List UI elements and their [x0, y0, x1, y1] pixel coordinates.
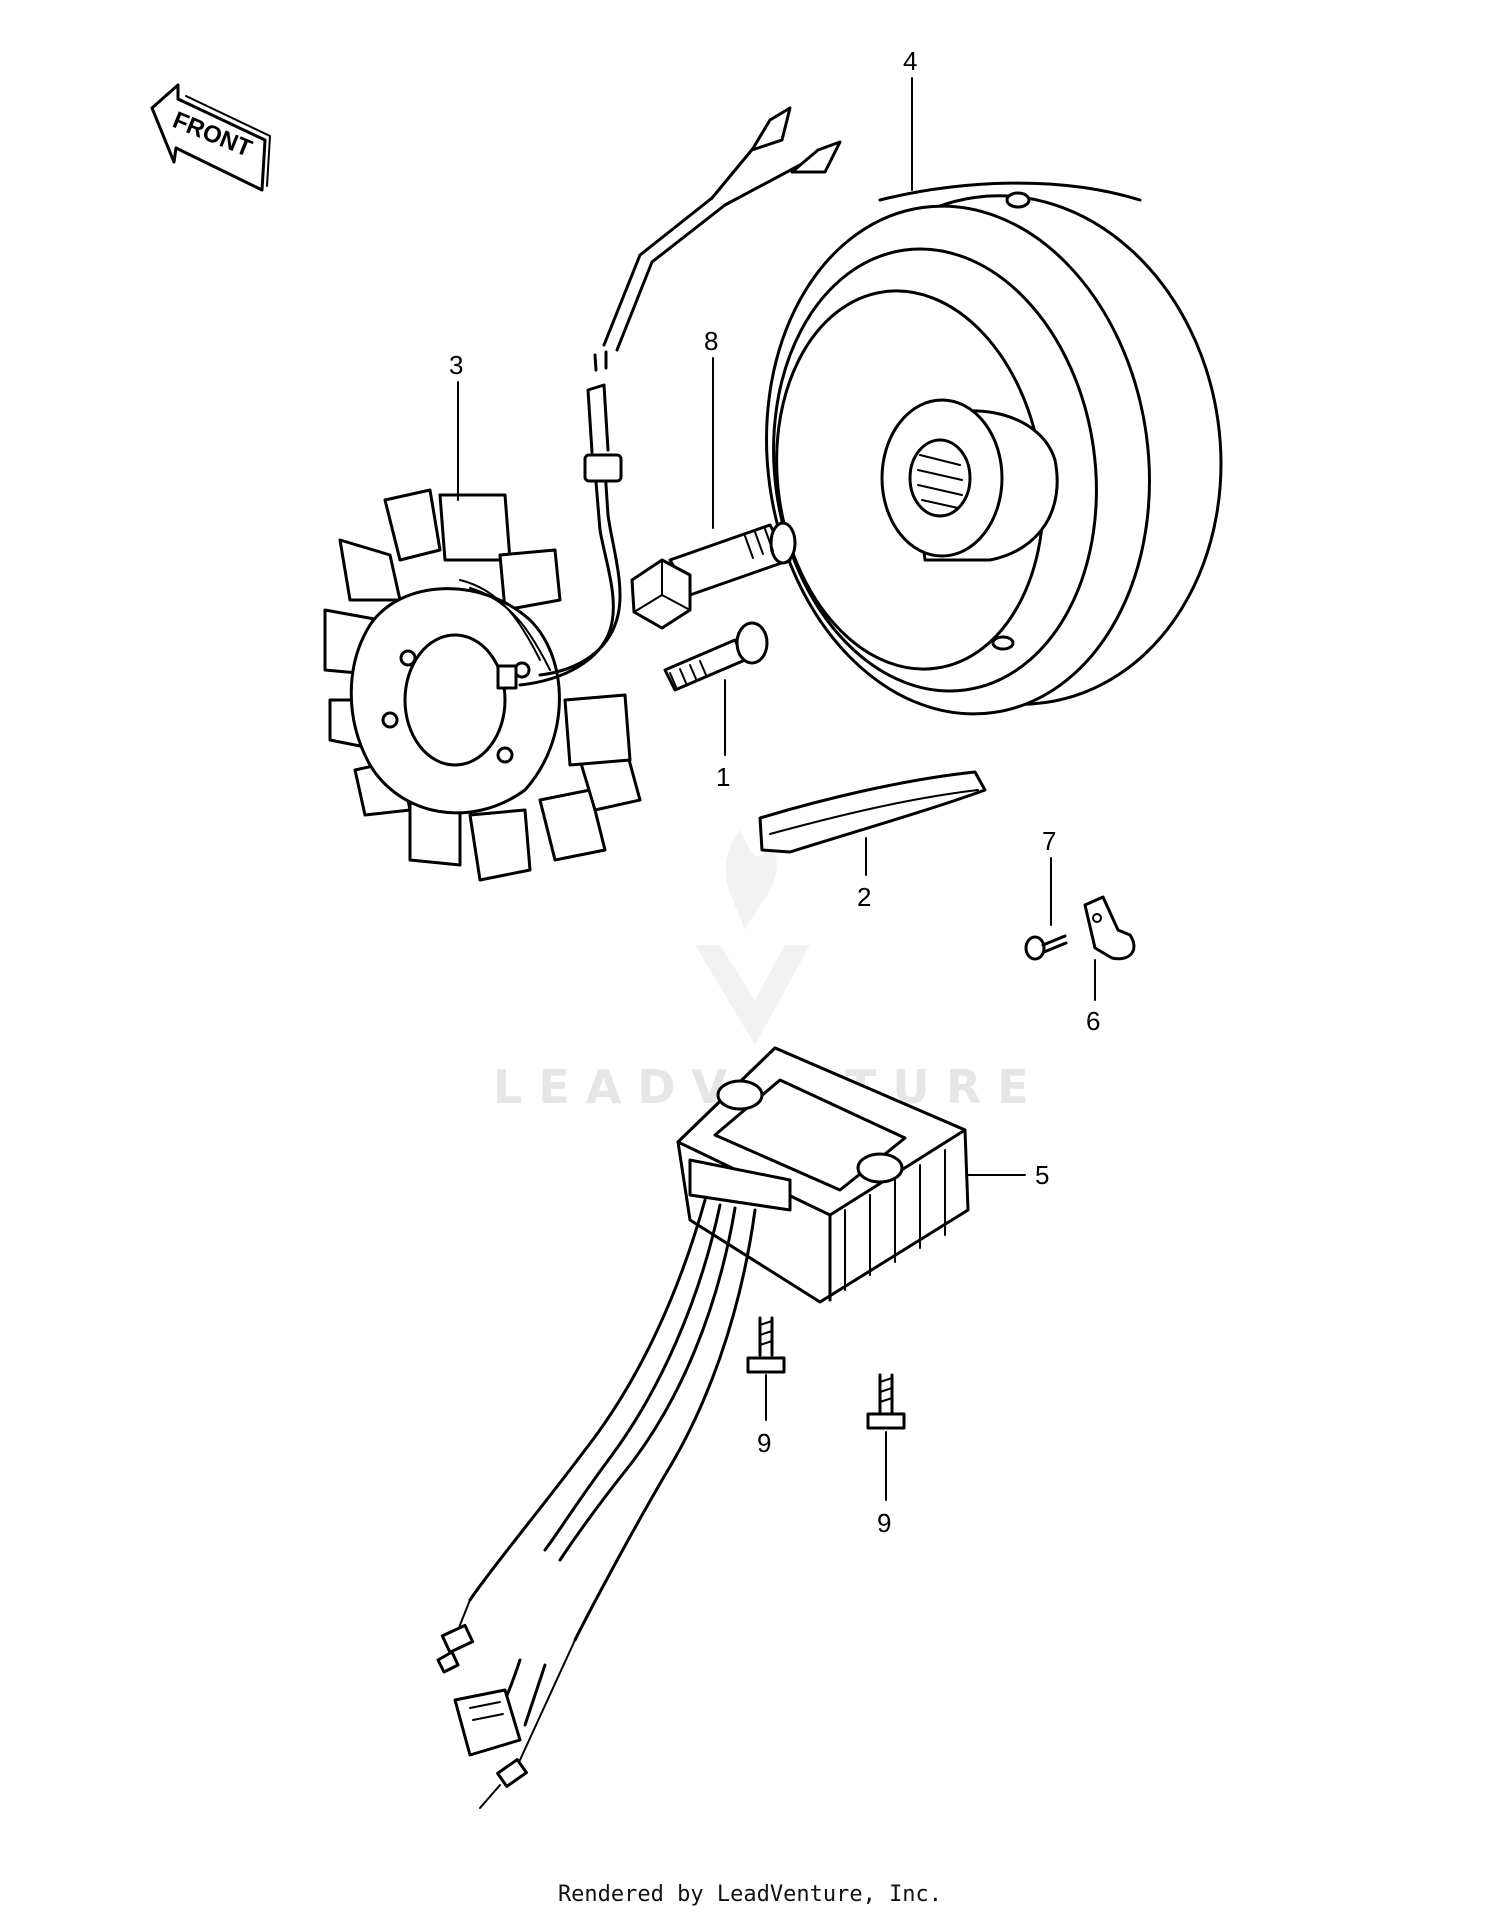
callout-3: 3	[449, 350, 463, 380]
front-arrow-icon: FRONT	[150, 83, 271, 192]
wire-clamp	[1083, 895, 1136, 961]
rotor-bolt	[630, 521, 797, 630]
callout-6: 6	[1086, 1006, 1100, 1036]
watermark-logo	[695, 830, 810, 1045]
stator-screw	[663, 621, 769, 692]
flywheel-rotor	[765, 181, 1223, 716]
callout-5: 5	[1035, 1160, 1049, 1190]
callout-1: 1	[716, 762, 730, 792]
callout-8: 8	[704, 326, 718, 356]
clamp-screw	[1024, 934, 1068, 961]
regulator-bolt-1	[746, 1316, 786, 1374]
stator-lead-wires	[518, 106, 842, 687]
callout-9b: 9	[877, 1508, 891, 1538]
regulator-harness	[436, 1198, 757, 1809]
callout-2: 2	[857, 882, 871, 912]
stator-coil	[323, 488, 642, 882]
callout-9a: 9	[757, 1428, 771, 1458]
regulator-bolt-2	[866, 1373, 906, 1430]
callout-7: 7	[1042, 826, 1056, 856]
woodruff-key	[758, 770, 987, 854]
footer-credit: Rendered by LeadVenture, Inc.	[557, 1882, 943, 1907]
callout-4: 4	[903, 46, 917, 76]
